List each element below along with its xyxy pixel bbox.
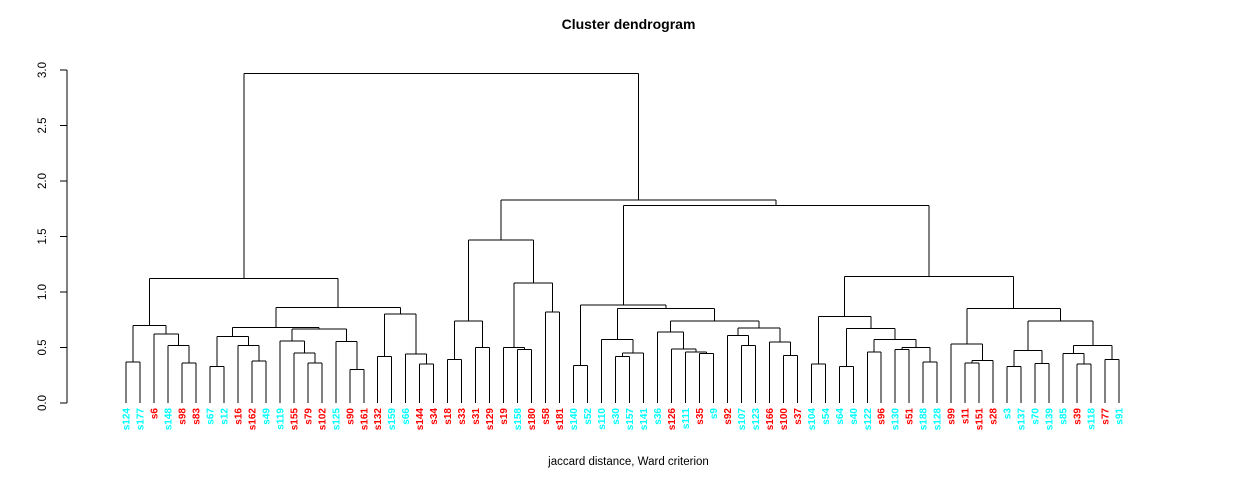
leaf-label: s12 <box>219 408 230 425</box>
leaf-label: s36 <box>653 408 664 425</box>
leaf-label: s40 <box>849 408 860 425</box>
leaf-label: s126 <box>667 408 678 431</box>
leaf-label: s6 <box>149 408 160 420</box>
leaf-label: s162 <box>247 408 258 431</box>
leaf-label: s159 <box>387 408 398 431</box>
leaf-label: s77 <box>1101 408 1112 425</box>
leaf-label: s34 <box>429 408 440 425</box>
leaf-label: s157 <box>625 408 636 431</box>
leaf-label: s31 <box>471 408 482 425</box>
leaf-label: s118 <box>1087 408 1098 430</box>
leaf-label: s188 <box>919 408 930 431</box>
leaf-label: s85 <box>1059 408 1070 425</box>
leaf-label: s122 <box>863 408 874 431</box>
leaf-label: s37 <box>793 408 804 425</box>
leaf-label: s28 <box>989 408 1000 425</box>
leaf-label: s99 <box>947 408 958 425</box>
leaf-label: s177 <box>135 408 146 431</box>
leaf-label: s141 <box>639 408 650 431</box>
leaf-label: s125 <box>331 408 342 431</box>
leaf-label: s110 <box>597 408 608 430</box>
y-tick-label: 1.0 <box>37 284 49 300</box>
leaf-label: s58 <box>541 408 552 425</box>
leaf-label: s181 <box>555 408 566 431</box>
leaf-label: s91 <box>1115 408 1126 425</box>
leaf-label: s35 <box>695 408 706 425</box>
leaf-label: s92 <box>723 408 734 425</box>
leaf-label: s66 <box>401 408 412 425</box>
leaf-label: s52 <box>583 408 594 425</box>
leaf-label: s54 <box>821 408 832 425</box>
y-tick-label: 2.5 <box>37 118 49 134</box>
leaf-label: s148 <box>163 408 174 431</box>
leaf-label: s11 <box>961 408 972 425</box>
y-tick-label: 0.5 <box>37 340 49 356</box>
leaf-label: s79 <box>303 408 314 425</box>
leaf-label: s151 <box>975 408 986 431</box>
leaf-label: s104 <box>807 408 818 431</box>
leaf-label: s51 <box>905 408 916 425</box>
leaf-label: s144 <box>415 408 426 431</box>
leaf-label: s111 <box>681 408 692 430</box>
leaf-label: s161 <box>359 408 370 431</box>
leaf-label: s96 <box>877 408 888 425</box>
leaf-label: s107 <box>737 408 748 431</box>
leaf-label: s39 <box>1073 408 1084 425</box>
leaf-label: s124 <box>122 408 133 431</box>
leaf-label: s180 <box>527 408 538 431</box>
y-tick-label: 0.0 <box>37 395 49 411</box>
leaf-label: s155 <box>289 408 300 431</box>
leaf-label: s132 <box>373 408 384 431</box>
leaf-label: s70 <box>1031 408 1042 425</box>
leaf-label: s64 <box>835 408 846 425</box>
leaf-label: s30 <box>611 408 622 425</box>
leaf-label: s67 <box>205 408 216 425</box>
chart-title: Cluster dendrogram <box>561 16 696 32</box>
leaf-label: s33 <box>457 408 468 425</box>
leaf-label: s98 <box>177 408 188 425</box>
leaf-label: s140 <box>569 408 580 431</box>
leaf-label: s49 <box>261 408 272 425</box>
leaf-label: s18 <box>443 408 454 425</box>
leaf-label: s158 <box>513 408 524 431</box>
leaf-label: s16 <box>233 408 244 425</box>
leaf-label: s19 <box>499 408 510 425</box>
leaf-label: s119 <box>275 408 286 430</box>
leaf-label: s9 <box>709 408 720 420</box>
leaf-label: s130 <box>891 408 902 431</box>
leaf-label: s137 <box>1017 408 1028 431</box>
leaf-label: s90 <box>345 408 356 425</box>
leaf-label: s128 <box>933 408 944 431</box>
leaf-label: s100 <box>779 408 790 431</box>
leaf-label: s129 <box>485 408 496 431</box>
leaf-label: s166 <box>765 408 776 431</box>
leaf-label: s139 <box>1045 408 1056 431</box>
leaf-label: s123 <box>751 408 762 431</box>
leaf-label: s83 <box>191 408 202 425</box>
x-axis-label: jaccard distance, Ward criterion <box>548 456 709 468</box>
y-tick-label: 1.5 <box>37 229 49 245</box>
leaf-label: s3 <box>1003 408 1014 420</box>
y-tick-label: 2.0 <box>37 173 49 189</box>
y-tick-label: 3.0 <box>37 62 49 78</box>
leaf-label: s102 <box>317 408 328 431</box>
